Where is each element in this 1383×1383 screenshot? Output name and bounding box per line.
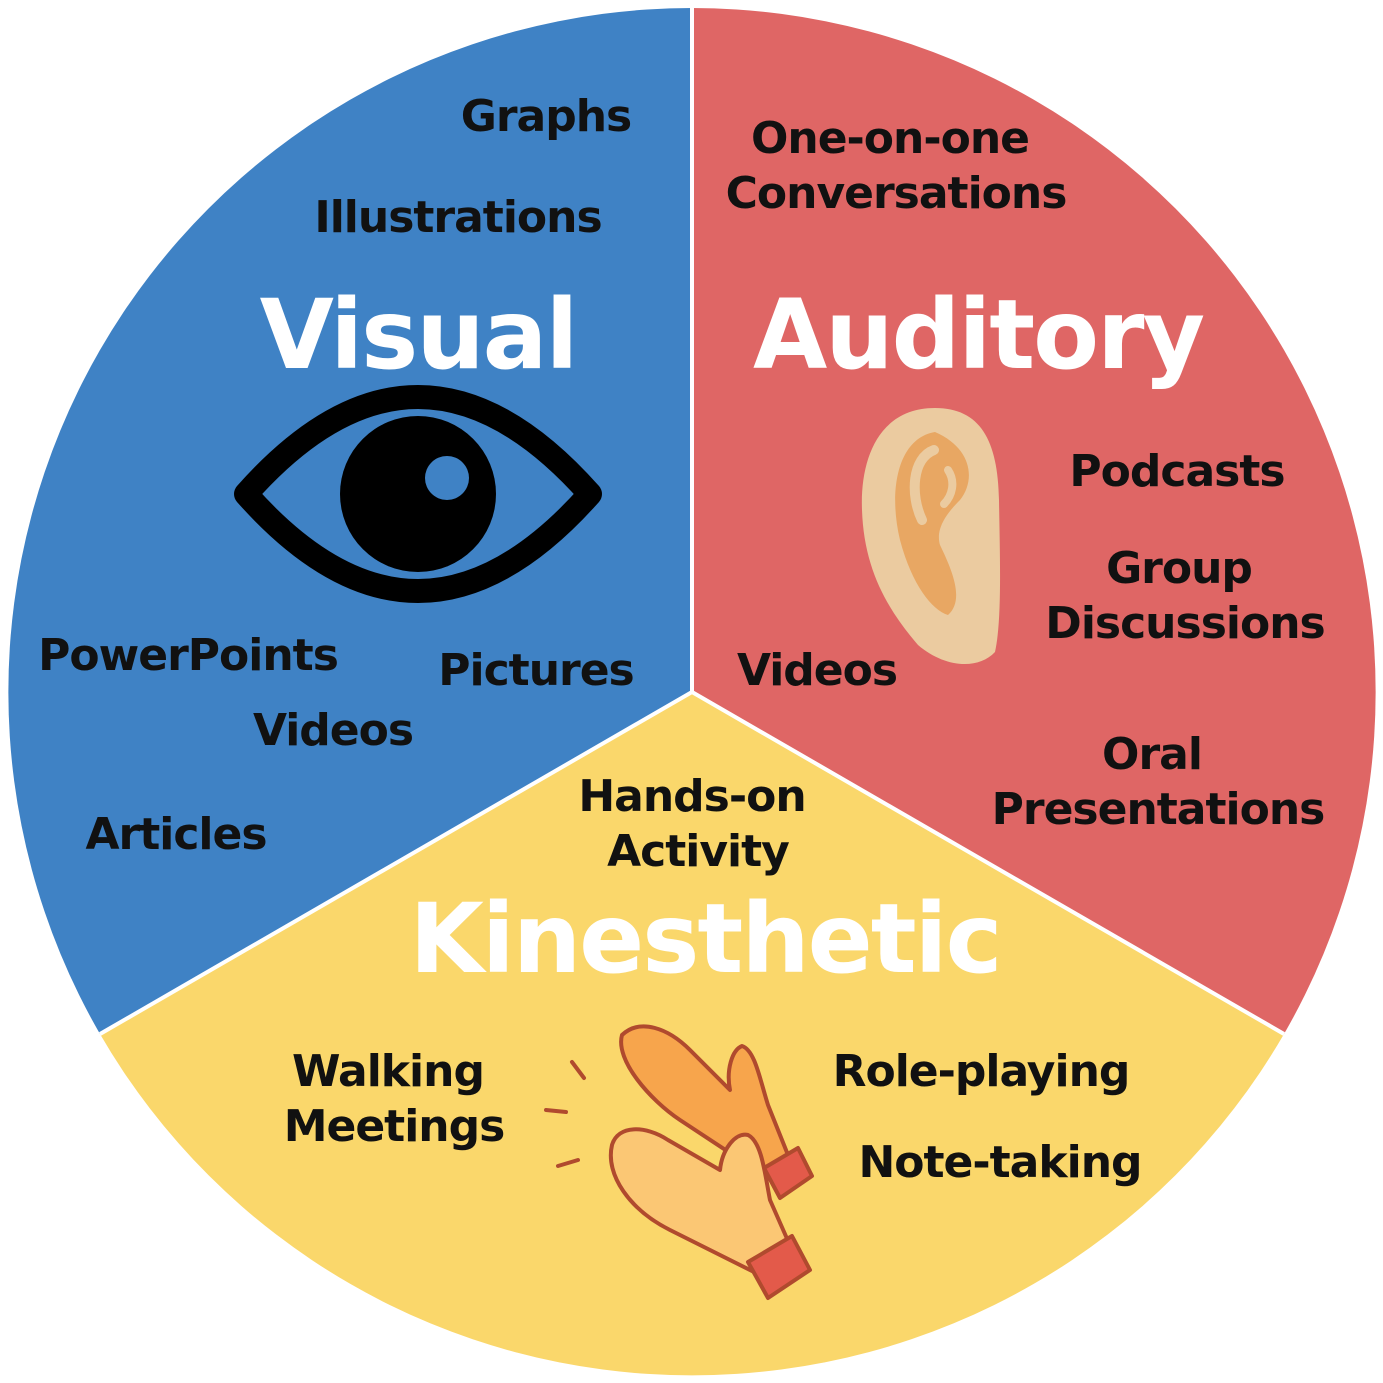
auditory-title: Auditory	[753, 279, 1203, 391]
kinesthetic-item-walking-line1: Walking	[292, 1046, 484, 1097]
visual-item-pictures: Pictures	[438, 645, 634, 696]
visual-item-powerpoints: PowerPoints	[38, 630, 338, 681]
kinesthetic-title: Kinesthetic	[410, 883, 1001, 995]
visual-item-articles: Articles	[85, 809, 266, 860]
ear-icon	[861, 408, 1001, 665]
kinesthetic-item-hands-on-line2: Activity	[607, 826, 789, 877]
kinesthetic-sector	[100, 692, 1284, 1376]
kinesthetic-item-note-taking: Note-taking	[858, 1137, 1141, 1188]
auditory-item-group-line2: Discussions	[1045, 598, 1324, 649]
auditory-item-group-line1: Group	[1106, 543, 1252, 594]
clapping-hands-icon	[544, 1024, 814, 1300]
kinesthetic-item-hands-on-line1: Hands-on	[578, 771, 805, 822]
auditory-item-one-on-one-line1: One-on-one	[751, 113, 1029, 164]
visual-item-illustrations: Illustrations	[314, 192, 601, 243]
visual-title: Visual	[260, 279, 577, 391]
kinesthetic-item-walking-line2: Meetings	[284, 1101, 505, 1152]
visual-item-graphs: Graphs	[461, 91, 632, 142]
kinesthetic-item-role-playing: Role-playing	[833, 1046, 1130, 1097]
sector-dividers	[98, 8, 1286, 1036]
auditory-item-videos: Videos	[737, 645, 897, 696]
eye-icon	[234, 385, 602, 603]
auditory-item-podcasts: Podcasts	[1069, 446, 1284, 497]
auditory-item-one-on-one-line2: Conversations	[726, 168, 1067, 219]
visual-item-videos: Videos	[253, 705, 413, 756]
auditory-item-oral-line1: Oral	[1102, 729, 1202, 780]
auditory-item-oral-line2: Presentations	[992, 784, 1325, 835]
auditory-sector	[692, 8, 1376, 1034]
